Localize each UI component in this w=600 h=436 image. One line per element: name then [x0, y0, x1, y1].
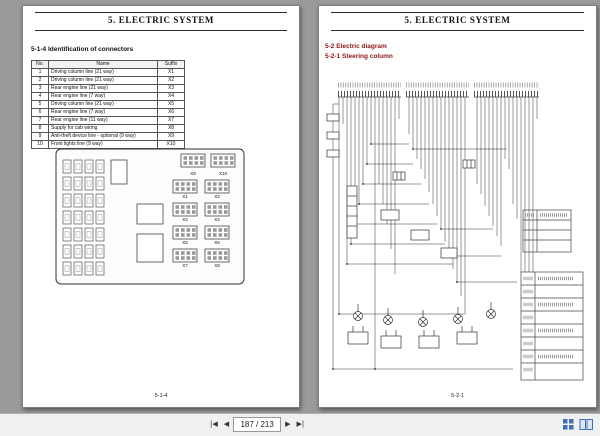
page-header-title: 5. ELECTRIC SYSTEM [107, 15, 215, 25]
table-row: 9 Anti-theft device line - optional (9 w… [31, 132, 185, 141]
thumbnail-grid-icon[interactable] [562, 418, 575, 431]
connector-strips [338, 82, 539, 98]
cell-suffix: X10 [157, 140, 185, 149]
header-rule-top [35, 12, 287, 13]
cell-no: 7 [31, 116, 49, 125]
column-header-no: No. [31, 60, 49, 69]
facing-pages-view-icon[interactable] [579, 418, 594, 431]
cell-no: 3 [31, 84, 49, 93]
cell-suffix: X7 [157, 116, 185, 125]
table-header-row: No. Name Suffix [31, 60, 185, 69]
cell-no: 9 [31, 132, 49, 141]
page-number-footer: 5-1-4 [154, 393, 168, 399]
first-page-button[interactable]: |◀ [208, 417, 220, 432]
steering-column-wiring-diagram [326, 82, 584, 381]
table-row: 1 Driving column line (21 way) X1 [31, 68, 185, 77]
wires [332, 97, 538, 370]
next-page-button[interactable]: ▶ [283, 417, 292, 432]
fuse-box-diagram: X9 X10 X1 X2 X3 X4 X5 X6 X7 X8 [55, 148, 245, 285]
connector-blocks: X9 X10 X1 X2 X3 X4 X5 X6 X7 X8 [172, 153, 236, 268]
table-row: 4 Rear engine line (7 way) X4 [31, 92, 185, 101]
cell-suffix: X4 [157, 92, 185, 101]
table-row: 2 Driving column line (21 way) X2 [31, 76, 185, 85]
header-rule-bottom [331, 30, 584, 31]
section-title: 5-2 Electric diagram [325, 43, 387, 50]
left-page: 5. ELECTRIC SYSTEM 5-1-4 Identification … [22, 5, 300, 408]
bottom-toolbar: |◀ ◀ 187 / 213 ▶ ▶| [0, 413, 600, 436]
cell-suffix: X8 [157, 124, 185, 133]
column-header-suffix: Suffix [157, 60, 185, 69]
cell-name: Rear engine line (7 way) [48, 92, 158, 101]
components [326, 113, 496, 349]
cell-name: Driving column line (21 way) [48, 68, 158, 77]
cell-name: Rear engine line (21 way) [48, 84, 158, 93]
connector-label: X7 [182, 263, 188, 268]
page-header-title: 5. ELECTRIC SYSTEM [404, 15, 511, 25]
cell-suffix: X1 [157, 68, 185, 77]
connector-label: X5 [182, 240, 188, 245]
header-rule-bottom [35, 30, 287, 31]
cell-no: 6 [31, 108, 49, 117]
view-mode-icons [562, 418, 594, 431]
cell-no: 5 [31, 100, 49, 109]
table-row: 8 Supply for cab wiring X8 [31, 124, 185, 133]
table-row: 7 Rear engine line (11 way) X7 [31, 116, 185, 125]
cell-name: Rear engine line (7 way) [48, 108, 158, 117]
cell-suffix: X5 [157, 100, 185, 109]
cell-name: Driving column line (21 way) [48, 76, 158, 85]
subsection-title: 5-2-1 Steering column [325, 53, 393, 60]
connector-label: X1 [182, 194, 188, 199]
page-number-footer: 5-2-1 [451, 393, 464, 399]
connector-label: X6 [214, 240, 220, 245]
table-row: 3 Rear engine line (21 way) X3 [31, 84, 185, 93]
last-page-button[interactable]: ▶| [295, 417, 307, 432]
cell-name: Supply for cab wiring [48, 124, 158, 133]
cell-name: Anti-theft device line - optional (9 way… [48, 132, 158, 141]
connector-label: X4 [214, 217, 220, 222]
prev-page-button[interactable]: ◀ [222, 417, 231, 432]
cell-no: 1 [31, 68, 49, 77]
cell-name: Driving column line (21 way) [48, 100, 158, 109]
header-rule-top [331, 12, 584, 13]
cell-suffix: X3 [157, 84, 185, 93]
cell-name: Rear engine line (11 way) [48, 116, 158, 125]
cell-suffix: X9 [157, 132, 185, 141]
connector-label: X9 [190, 171, 196, 176]
connector-label: X3 [182, 217, 188, 222]
connector-label: X2 [214, 194, 220, 199]
cell-no: 4 [31, 92, 49, 101]
page-navigation: |◀ ◀ 187 / 213 ▶ ▶| [208, 417, 306, 432]
page-number-indicator[interactable]: 187 / 213 [233, 417, 282, 432]
legend-table [520, 209, 584, 381]
cell-suffix: X2 [157, 76, 185, 85]
section-title: 5-1-4 Identification of connectors [31, 46, 134, 53]
connector-table: No. Name Suffix 1 Driving column line (2… [31, 60, 185, 149]
table-row: 10 Front lights line (9 way) X10 [31, 140, 185, 149]
connector-label: X10 [219, 171, 228, 176]
right-page: 5. ELECTRIC SYSTEM 5-2 Electric diagram … [318, 5, 597, 408]
column-header-name: Name [48, 60, 158, 69]
table-row: 5 Driving column line (21 way) X5 [31, 100, 185, 109]
cell-no: 8 [31, 124, 49, 133]
cell-suffix: X6 [157, 108, 185, 117]
cell-no: 2 [31, 76, 49, 85]
table-row: 6 Rear engine line (7 way) X6 [31, 108, 185, 117]
connector-label: X8 [214, 263, 220, 268]
relay-blocks [110, 159, 164, 263]
